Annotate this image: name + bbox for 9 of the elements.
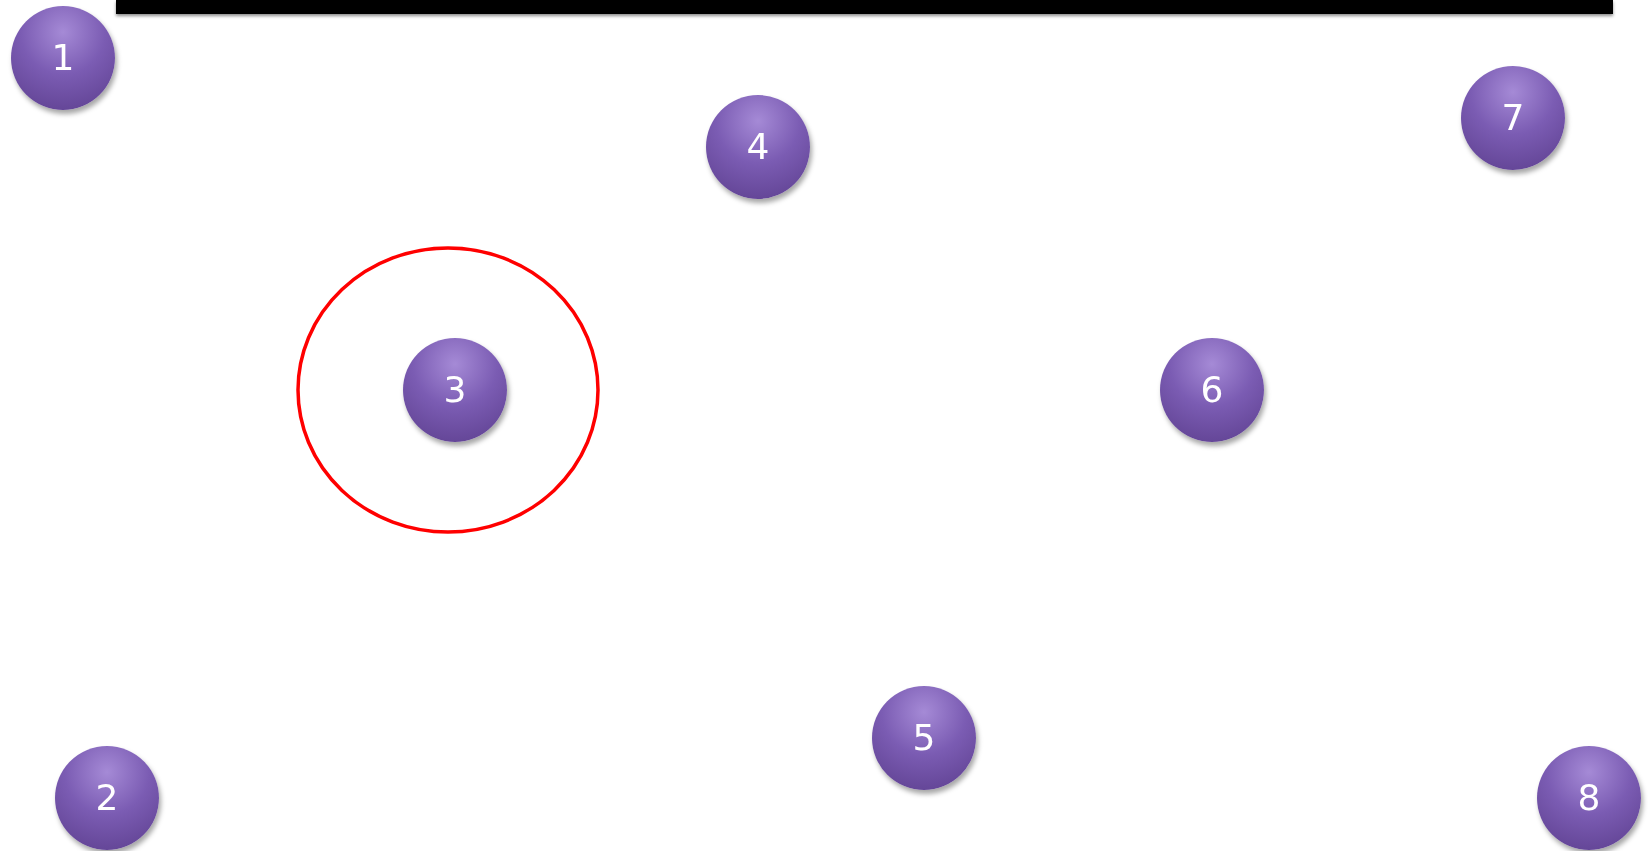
numbered-circle: 6 xyxy=(1160,338,1264,442)
numbered-circle: 7 xyxy=(1461,66,1565,170)
top-bar xyxy=(116,0,1613,14)
numbered-circle: 5 xyxy=(872,686,976,790)
numbered-circle: 1 xyxy=(11,6,115,110)
numbered-circle: 4 xyxy=(706,95,810,199)
numbered-circle: 2 xyxy=(55,746,159,850)
numbered-circle: 8 xyxy=(1537,746,1641,850)
numbered-circle: 3 xyxy=(403,338,507,442)
